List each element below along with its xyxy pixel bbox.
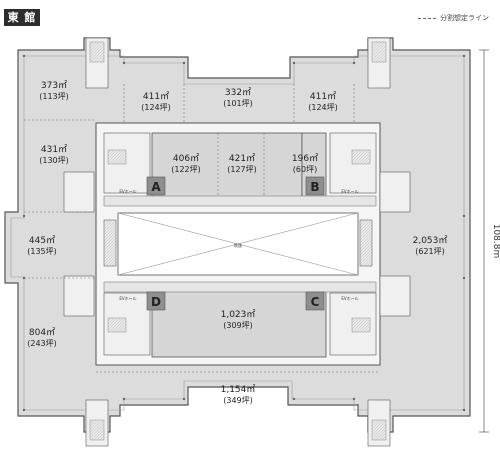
svg-text:C: C	[311, 295, 320, 309]
escalator-east	[359, 219, 373, 267]
height-dimension	[479, 49, 489, 433]
zone-n-right-tsubo: (124坪)	[308, 103, 338, 112]
zone-b-tsubo: (60坪)	[293, 165, 317, 174]
ev-hall-label: EVホール	[341, 189, 358, 194]
marker-d: D	[146, 291, 166, 311]
zone-south-tsubo: (349坪)	[223, 396, 253, 405]
zone-dc-tsubo: (309坪)	[223, 321, 253, 330]
zone-w-lower-area: 804㎡	[29, 327, 55, 338]
marker-b: B	[305, 176, 325, 196]
zone-n-left-tsubo: (124坪)	[141, 103, 171, 112]
zone-w-upper-area: 431㎡	[41, 144, 67, 155]
zone-n-left-area: 411㎡	[143, 91, 169, 102]
escalator-west	[103, 219, 117, 267]
building-title: 東 館	[4, 9, 40, 26]
legend-label: 分割想定ライン	[440, 14, 489, 22]
ev-hall-dc	[103, 281, 377, 293]
atrium-label: 吹抜	[234, 242, 242, 248]
zone-n-mid-area: 332㎡	[225, 87, 251, 98]
ev-hall-label: EVホール	[341, 296, 358, 301]
marker-c: C	[305, 291, 325, 311]
zone-a2-area: 421㎡	[229, 153, 255, 164]
zone-n-mid-tsubo: (101坪)	[223, 99, 253, 108]
zone-a1-area: 406㎡	[173, 153, 199, 164]
stair-hatches	[89, 41, 387, 441]
zone-w-lower-tsubo: (243坪)	[27, 339, 57, 348]
zone-a2-tsubo: (127坪)	[227, 165, 257, 174]
ev-hall-ab	[103, 195, 377, 207]
office-dc-block	[151, 286, 327, 358]
zone-w-mid-area: 445㎡	[29, 235, 55, 246]
zone-nw-area: 373㎡	[41, 80, 67, 91]
zone-dc-area: 1,023㎡	[221, 309, 256, 320]
zone-east-area: 2,053㎡	[413, 235, 448, 246]
svg-text:A: A	[151, 180, 161, 194]
ev-hall-label: EVホール	[119, 189, 136, 194]
zone-b-area: 196㎡	[292, 153, 318, 164]
zone-n-right-area: 411㎡	[310, 91, 336, 102]
zone-a1-tsubo: (122坪)	[171, 165, 201, 174]
legend: 分割想定ライン	[418, 13, 489, 23]
dashed-line-icon	[418, 17, 436, 19]
svg-text:D: D	[151, 295, 161, 309]
height-dimension-label: 108.8m	[491, 224, 500, 259]
zone-south-area: 1,154㎡	[221, 384, 256, 395]
atrium-diagonal	[117, 212, 359, 276]
zone-w-mid-tsubo: (135坪)	[27, 247, 57, 256]
ev-hall-label: EVホール	[119, 296, 136, 301]
zone-east-tsubo: (621坪)	[415, 247, 445, 256]
zone-nw-tsubo: (113坪)	[39, 92, 69, 101]
division-dashed-lines	[24, 84, 380, 373]
office-a-block	[151, 132, 303, 202]
zone-w-upper-tsubo: (130坪)	[39, 156, 69, 165]
svg-text:B: B	[310, 180, 319, 194]
marker-a: A	[146, 176, 166, 196]
